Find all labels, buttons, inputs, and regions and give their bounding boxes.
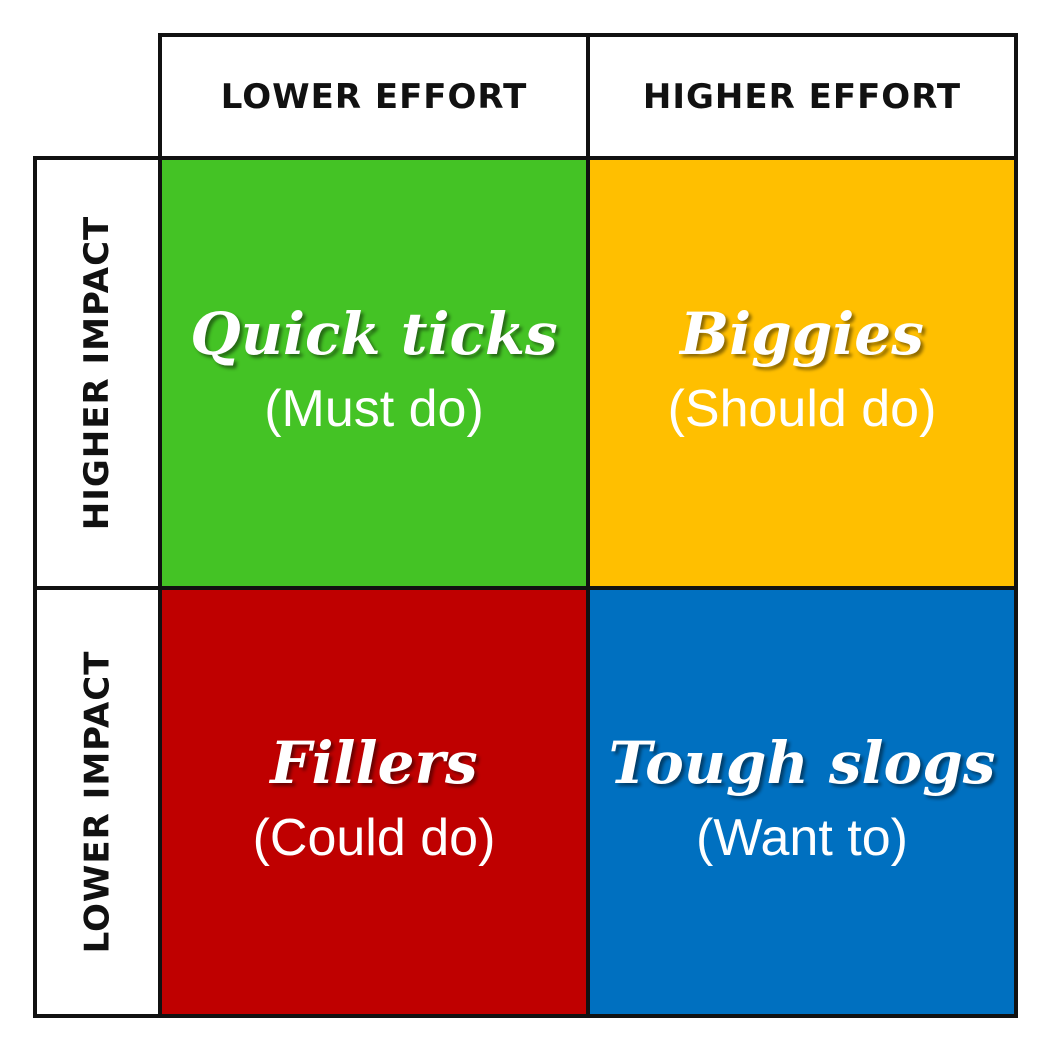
quadrant-subtitle: (Should do): [667, 380, 937, 439]
quadrant-fillers: Fillers (Could do): [158, 586, 590, 1018]
row-header-label: LOWER IMPACT: [77, 650, 118, 954]
quadrant-quick-ticks: Quick ticks (Must do): [158, 156, 590, 590]
quadrant-title: Tough slogs: [608, 729, 996, 798]
quadrant-title: Quick ticks: [190, 300, 558, 369]
column-header-label: LOWER EFFORT: [220, 76, 528, 117]
quadrant-title: Biggies: [680, 300, 924, 369]
quadrant-subtitle: (Want to): [696, 809, 908, 868]
quadrant-subtitle: (Must do): [264, 380, 484, 439]
row-header-lower-impact: LOWER IMPACT: [33, 586, 162, 1018]
quadrant-tough-slogs: Tough slogs (Want to): [586, 586, 1018, 1018]
row-header-higher-impact: HIGHER IMPACT: [33, 156, 162, 590]
quadrant-biggies: Biggies (Should do): [586, 156, 1018, 590]
column-header-lower-effort: LOWER EFFORT: [158, 33, 590, 160]
column-header-higher-effort: HIGHER EFFORT: [586, 33, 1018, 160]
quadrant-title: Fillers: [270, 729, 478, 798]
column-header-label: HIGHER EFFORT: [642, 76, 962, 117]
quadrant-subtitle: (Could do): [252, 809, 496, 868]
row-header-label: HIGHER IMPACT: [77, 215, 118, 531]
